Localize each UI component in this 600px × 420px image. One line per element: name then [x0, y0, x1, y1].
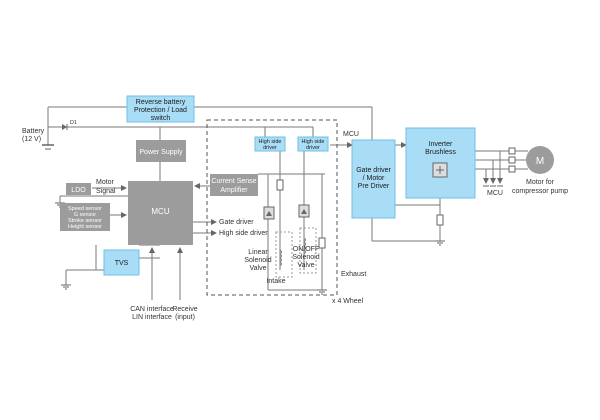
mcu-right-label: MCU [487, 190, 503, 197]
intake-label: Intake [266, 278, 285, 285]
onoff-valve-line1: ON/OFF [293, 246, 319, 253]
onoff-valve-outline [299, 227, 317, 274]
gate-driver-box[interactable] [351, 139, 396, 219]
hs-driver-2-line2: driver [306, 145, 320, 151]
current-sense-line2: Amplifier [220, 187, 248, 194]
hs-driver-1-line2: driver [263, 145, 277, 151]
linear-valve-line2: Solenoid [244, 257, 271, 264]
gate-driver-line1: Gate driver [356, 167, 391, 174]
coil-icons [279, 237, 306, 267]
hs-driver-2-line1: High side [302, 139, 325, 145]
gate-driver-line3: Pre Driver [358, 183, 390, 190]
battery-symbol [42, 144, 54, 150]
sensors-box[interactable] [60, 203, 110, 231]
tvs-box[interactable] [103, 249, 140, 276]
mcu-box[interactable] [128, 181, 193, 245]
ldo-label: LDO [71, 187, 86, 194]
battery-label-line2: (12 V) [22, 136, 41, 143]
reverse-battery-line1: Reverse battery [136, 99, 186, 106]
high-side-driver-arrow-label: High side driver [219, 230, 268, 237]
motor-signal-line1: Motor [96, 179, 115, 186]
power-supply-box[interactable] [136, 140, 186, 162]
lin-interface-label: LIN interface [132, 314, 172, 321]
can-interface-label: CAN interface [130, 306, 174, 313]
reverse-battery-line2: Protection / Load [134, 107, 187, 114]
motor-symbol-label: M [536, 156, 544, 167]
hs-driver-1-line1: High side [259, 139, 282, 145]
receive-label-line2: (input) [175, 314, 195, 321]
diode-d1-icon [62, 124, 68, 130]
linear-valve-line1: Linear [248, 249, 268, 256]
power-supply-label: Power Supply [139, 149, 183, 156]
mosfet-icons [263, 204, 310, 220]
current-sense-line1: Current Sense [211, 178, 256, 185]
motor-caption-line2: compressor pump [512, 188, 568, 195]
inverter-line2: Brushless [425, 149, 456, 156]
reverse-battery-box[interactable] [126, 95, 195, 123]
linear-valve-line3: Valve [250, 265, 267, 272]
tvs-label: TVS [115, 260, 129, 267]
reverse-battery-line3: switch [151, 115, 171, 122]
motor-signal-line2: Signal [96, 188, 116, 195]
exhaust-label: Exhaust [341, 271, 366, 278]
mcu-label: MCU [151, 207, 169, 216]
inverter-line1: Inverter [429, 141, 453, 148]
x4-wheel-region [206, 119, 338, 296]
battery-label-line1: Battery [22, 128, 45, 135]
linear-valve-outline [275, 231, 293, 278]
gate-driver-line2: / Motor [363, 175, 385, 182]
motor-caption-line1: Motor for [526, 179, 555, 186]
onoff-valve-line2: Solenoid [292, 254, 319, 261]
sensor-stroke: Stroke sensor [68, 218, 102, 224]
x4-wheel-label: x 4 Wheel [332, 298, 364, 305]
motor-icon[interactable] [526, 146, 554, 174]
current-sense-box[interactable] [210, 174, 258, 196]
mcu-top-label: MCU [343, 131, 359, 138]
gate-driver-arrow-label: Gate driver [219, 219, 254, 226]
sensor-g: G sensor [74, 212, 96, 218]
inverter-transistor-icon [432, 162, 448, 178]
sensor-height: Height sensor [68, 224, 102, 230]
diode-d1-label: D1 [70, 120, 77, 126]
receive-label-line1: Receive [172, 306, 197, 313]
sensor-speed: Speed sensor [68, 206, 102, 212]
ldo-box[interactable] [66, 183, 91, 195]
high-side-driver-2-box[interactable] [297, 136, 329, 152]
high-side-driver-1-box[interactable] [254, 136, 286, 152]
resistor-icons [276, 147, 516, 249]
onoff-valve-line3: Valve [298, 262, 315, 269]
